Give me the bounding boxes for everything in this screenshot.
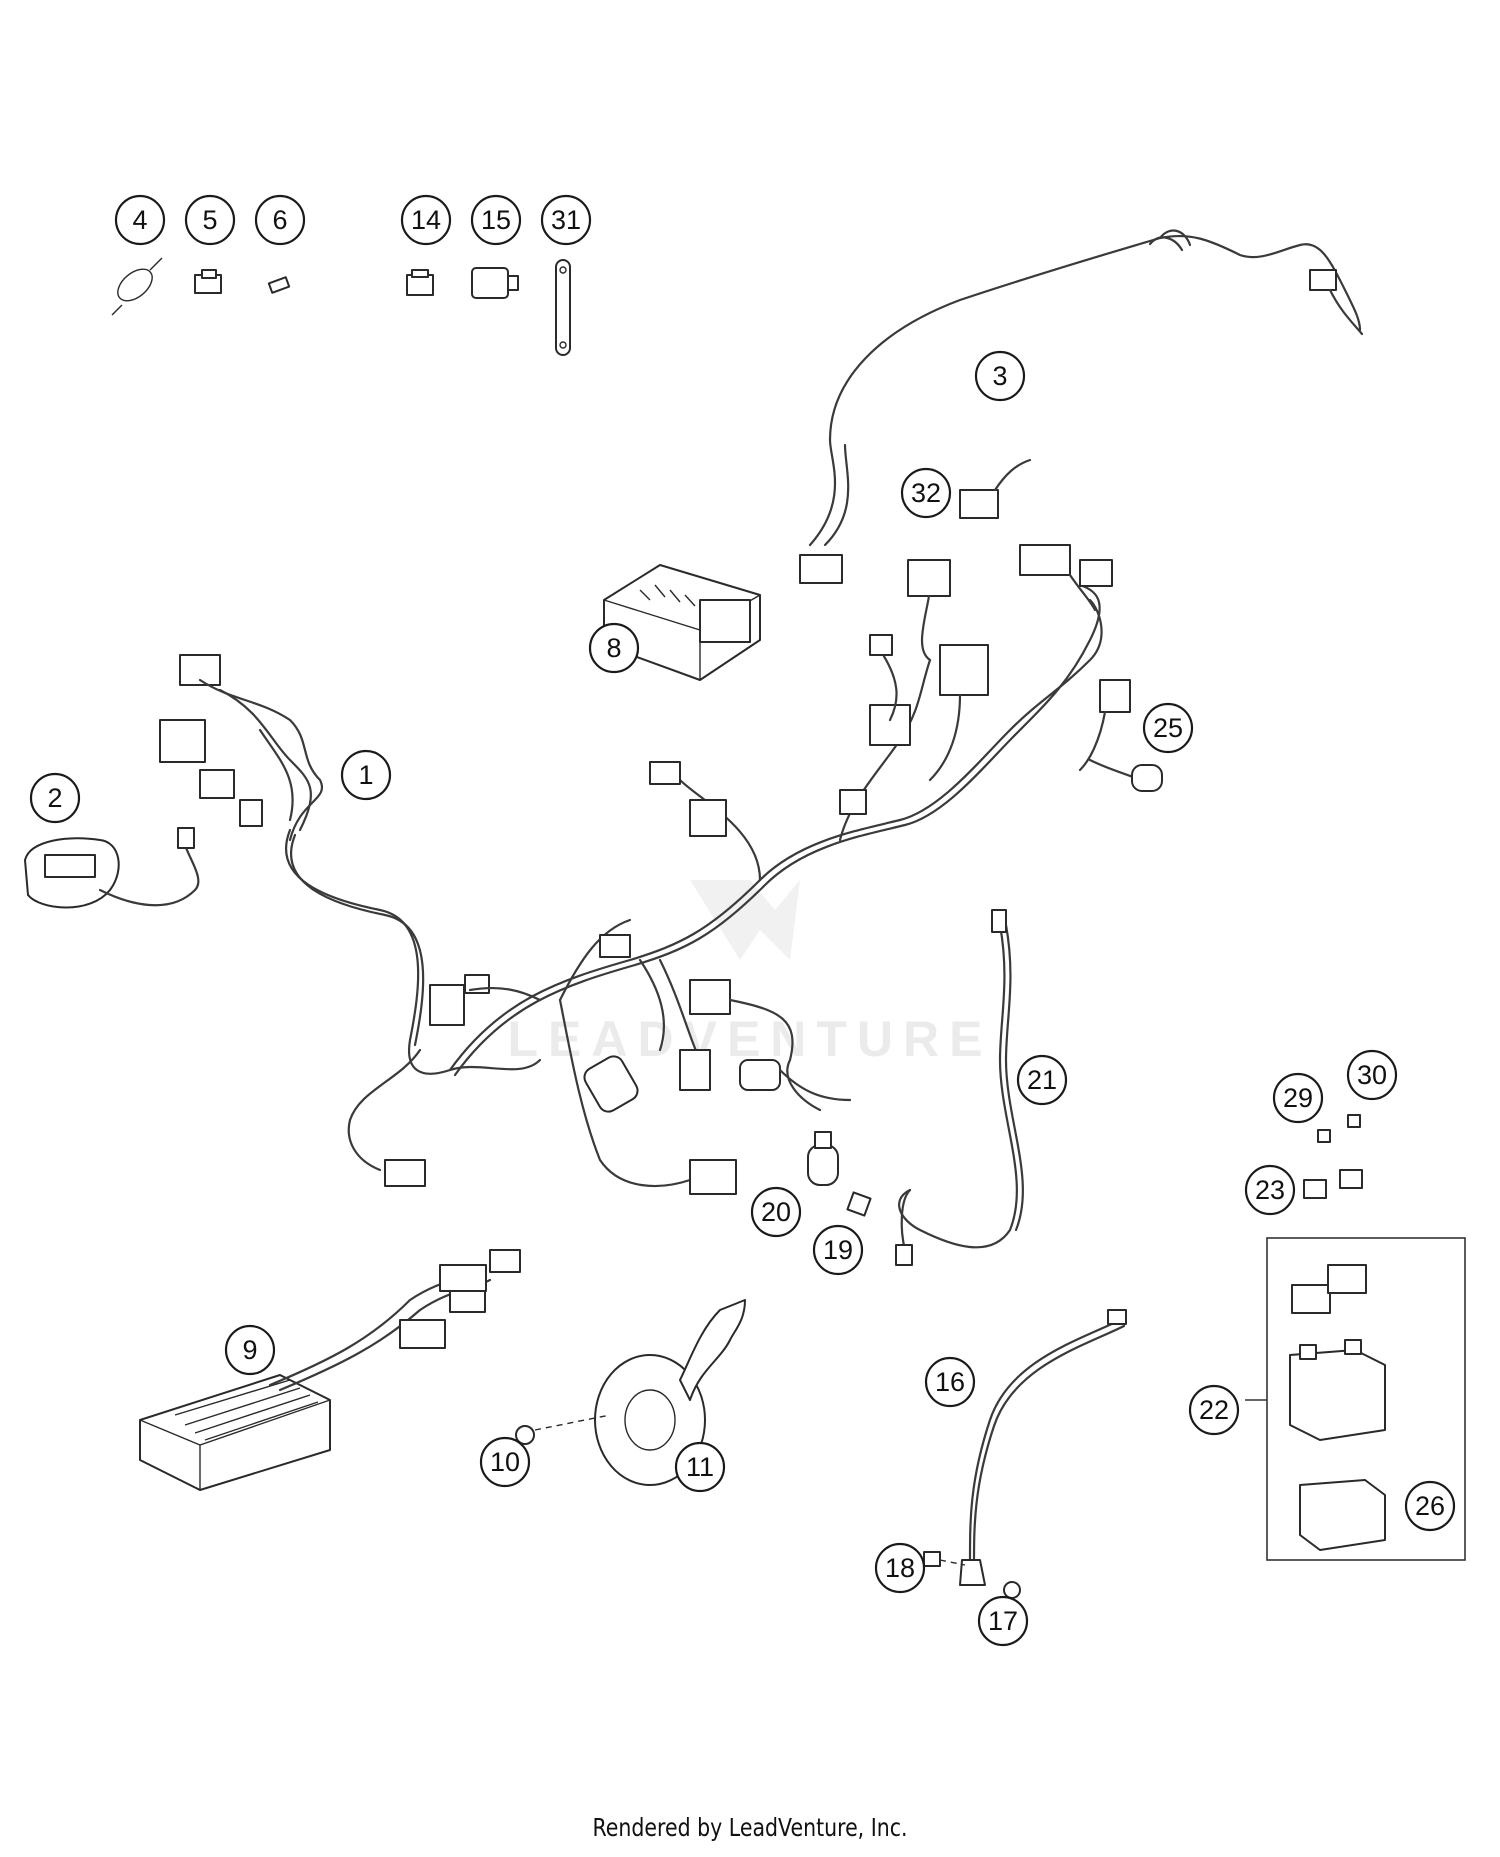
ground-strap-31-part (555, 259, 571, 356)
callout-30: 30 (1346, 1049, 1398, 1101)
svg-text:3: 3 (992, 361, 1007, 391)
callout-21: 21 (1016, 1054, 1068, 1106)
nut-17-part (1003, 1581, 1021, 1599)
cable-25-part (1078, 679, 1163, 792)
svg-text:8: 8 (606, 633, 621, 663)
sensor-20-part (807, 1131, 839, 1186)
svg-text:20: 20 (761, 1197, 791, 1227)
callout-15: 15 (470, 194, 522, 246)
svg-text:25: 25 (1153, 713, 1183, 743)
svg-text:5: 5 (202, 205, 217, 235)
svg-text:1: 1 (358, 760, 373, 790)
callout-5: 5 (184, 194, 236, 246)
callout-6: 6 (254, 194, 306, 246)
relay-kit-frame (1245, 1237, 1466, 1561)
ecu-8-part (603, 564, 761, 681)
svg-text:9: 9 (242, 1335, 257, 1365)
svg-text:14: 14 (411, 205, 441, 235)
callout-4: 4 (114, 194, 166, 246)
bolt-18-part (923, 1551, 966, 1567)
svg-text:15: 15 (481, 205, 511, 235)
callout-26: 26 (1404, 1480, 1456, 1532)
callout-17: 17 (977, 1595, 1029, 1647)
svg-text:21: 21 (1027, 1065, 1057, 1095)
connector-14-part (406, 269, 434, 296)
fuse-23-part (1303, 1169, 1363, 1199)
connector-5-part (194, 269, 222, 294)
cable-tie-part (111, 257, 163, 316)
render-credit: Rendered by LeadVenture, Inc. (592, 1813, 908, 1842)
svg-text:32: 32 (911, 478, 941, 508)
callout-11: 11 (674, 1441, 726, 1493)
callout-18: 18 (874, 1542, 926, 1594)
callout-14: 14 (400, 194, 452, 246)
switch-assembly-2 (24, 827, 200, 909)
callout-29: 29 (1272, 1072, 1324, 1124)
cable-16-part (959, 1309, 1127, 1586)
callout-3: 3 (974, 350, 1026, 402)
fuse-6-part (267, 276, 291, 294)
svg-text:30: 30 (1357, 1060, 1387, 1090)
screw-30-part (1347, 1114, 1361, 1128)
screw-29-part (1317, 1129, 1331, 1143)
callout-31: 31 (540, 194, 592, 246)
callout-8: 8 (588, 622, 640, 674)
leadventure-watermark: LEADVENTURE (507, 1011, 993, 1067)
callout-20: 20 (750, 1186, 802, 1238)
callout-25: 25 (1142, 702, 1194, 754)
callout-2: 2 (29, 772, 81, 824)
svg-text:26: 26 (1415, 1491, 1445, 1521)
svg-text:11: 11 (686, 1452, 714, 1482)
connector-15-part (471, 267, 519, 299)
svg-text:22: 22 (1199, 1395, 1229, 1425)
svg-text:31: 31 (551, 205, 581, 235)
svg-text:6: 6 (272, 205, 287, 235)
voltage-regulator-9 (139, 1249, 521, 1491)
nut-19-part (846, 1191, 872, 1217)
callout-9: 9 (224, 1324, 276, 1376)
svg-text:2: 2 (47, 783, 62, 813)
callout-10: 10 (479, 1436, 531, 1488)
connector-32-part (959, 458, 1032, 519)
cable-21-part (895, 909, 1024, 1266)
nut-10-part (515, 1414, 611, 1445)
callout-19: 19 (812, 1224, 864, 1276)
callout-16: 16 (924, 1356, 976, 1408)
callout-23: 23 (1244, 1164, 1296, 1216)
svg-text:23: 23 (1255, 1175, 1285, 1205)
svg-text:17: 17 (988, 1606, 1018, 1636)
callout-1: 1 (340, 749, 392, 801)
sub-harness-3 (799, 229, 1364, 584)
callout-22: 22 (1188, 1384, 1240, 1436)
svg-text:4: 4 (132, 205, 147, 235)
svg-text:16: 16 (935, 1367, 965, 1397)
svg-text:18: 18 (885, 1553, 915, 1583)
horn-11-part (594, 1299, 746, 1486)
callout-32: 32 (900, 467, 952, 519)
main-harness-1 (159, 544, 1113, 1195)
svg-text:19: 19 (823, 1235, 853, 1265)
leadventure-logo-watermark (690, 880, 800, 960)
svg-text:29: 29 (1283, 1083, 1313, 1113)
svg-text:10: 10 (490, 1447, 520, 1477)
